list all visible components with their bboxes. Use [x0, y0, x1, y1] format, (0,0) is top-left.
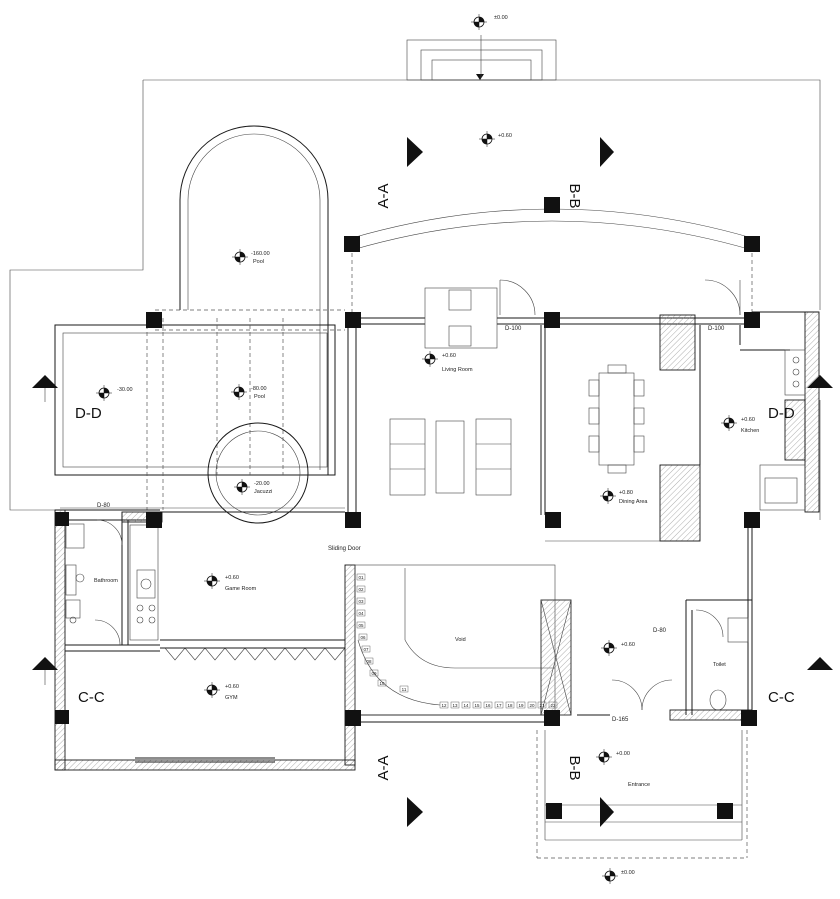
sliding-door-label: Sliding Door: [328, 546, 361, 552]
level-pool-deep: -160.00: [251, 251, 270, 257]
level-entrance: +0.00: [616, 751, 630, 757]
stair-step-number: 14: [463, 703, 469, 708]
section-labels: A-A B-B A-A B-B D-D D-D C-C C-C: [75, 183, 795, 780]
stair-step-number: 04: [358, 611, 364, 616]
door-d100-left: D-100: [505, 326, 522, 332]
section-label-aa-bottom: A-A: [375, 755, 392, 780]
stair-step-number: 12: [441, 703, 447, 708]
stair-step-number: 20: [529, 703, 535, 708]
stair-step-box: [505, 701, 515, 709]
stair-step-box: [483, 701, 493, 709]
level-hall: +0.60: [621, 642, 635, 648]
living-room-furniture: [389, 287, 512, 496]
section-label-dd-right: D-D: [768, 405, 795, 422]
section-arrows: [32, 137, 833, 827]
level-pool-mid: -80.00: [251, 386, 267, 392]
stair-step-box: [399, 685, 409, 693]
room-living: Living Room: [442, 367, 473, 373]
door-labels: D-100 D-100 D-80 D-80 D-165: [97, 326, 725, 723]
stair-step-box: [516, 701, 526, 709]
level-kitchen: +0.60: [741, 417, 755, 423]
stair-step-box: [356, 609, 366, 617]
level-gym: +0.60: [225, 684, 239, 690]
stair-step-box: [361, 645, 371, 653]
pool-deep-name: Pool: [253, 259, 264, 265]
level-markers: ±0.00 +0.60 -160.00 Pool -30.00 -80.00 P…: [95, 13, 759, 885]
stair-step-box: [356, 621, 366, 629]
room-kitchen: Kitchen: [741, 428, 759, 434]
stair-step-number: 11: [402, 687, 407, 692]
level-jacuzzi: -20.00: [254, 481, 270, 487]
section-label-dd-left: D-D: [75, 405, 102, 422]
stair-step-box: [356, 573, 366, 581]
stair-step-number: 07: [363, 647, 369, 652]
stair-step-box: [377, 679, 387, 687]
pool-area: [54, 125, 345, 524]
level-game: +0.60: [225, 575, 239, 581]
stair-step-box: [364, 657, 374, 665]
stair-step-box: [356, 585, 366, 593]
stair-step-number: 13: [452, 703, 458, 708]
door-swings: [94, 279, 741, 711]
stair-step-number: 10: [379, 681, 385, 686]
site-boundary: [9, 79, 821, 520]
stair-step-box: [461, 701, 471, 709]
room-labels: Bathroom Toilet Void Sliding Door: [94, 546, 726, 668]
section-label-bb-bottom: B-B: [566, 755, 583, 780]
stair-step-number: 22: [550, 703, 556, 708]
stair-step-number: 01: [358, 575, 364, 580]
room-toilet: Toilet: [713, 662, 726, 668]
stair-step-number: 21: [539, 703, 545, 708]
stair-step-number: 05: [358, 623, 364, 628]
section-label-cc-left: C-C: [78, 689, 105, 706]
stair-step-box: [358, 633, 368, 641]
stair-step-number: 17: [496, 703, 502, 708]
house-walls: [54, 208, 820, 859]
stair-step-number: 02: [358, 587, 364, 592]
stair-step-number: 15: [474, 703, 480, 708]
stair-step-box: [356, 597, 366, 605]
dining-table: [588, 364, 645, 474]
door-d80-toilet: D-80: [653, 628, 667, 634]
room-game: Game Room: [225, 586, 257, 592]
stair-step-box: [494, 701, 504, 709]
door-d100-right: D-100: [708, 326, 725, 332]
top-entrance-steps: [406, 35, 557, 81]
room-dining: Dining Area: [619, 499, 648, 505]
section-label-cc-right: C-C: [768, 689, 795, 706]
stair-step-number: 09: [371, 671, 377, 676]
room-bathroom: Bathroom: [94, 578, 118, 584]
stair-step-box: [527, 701, 537, 709]
stair-step-number: 06: [360, 635, 366, 640]
level-top: ±0.00: [494, 15, 508, 21]
pool-mid-name: Pool: [254, 394, 265, 400]
section-label-aa-top: A-A: [375, 183, 392, 208]
stair-step-number: 16: [485, 703, 491, 708]
level-pool-shallow: -30.00: [117, 387, 133, 393]
section-label-bb-top: B-B: [566, 183, 583, 208]
stair-step-box: [548, 701, 558, 709]
stair-step-number: 08: [366, 659, 372, 664]
structural-columns: [55, 197, 760, 819]
room-gym: GYM: [225, 695, 238, 701]
level-living: +0.60: [442, 353, 456, 359]
level-bottom: ±0.00: [621, 870, 635, 876]
stair-step-box: [537, 701, 547, 709]
stair-step-box: [439, 701, 449, 709]
room-void: Void: [455, 637, 466, 643]
room-entrance: Entrance: [628, 782, 650, 788]
level-dining: +0.80: [619, 490, 633, 496]
door-d80-bath: D-80: [97, 503, 111, 509]
jacuzzi-name: Jacuzzi: [254, 489, 272, 495]
stair-step-number: 19: [518, 703, 524, 708]
stair-step-box: [369, 669, 379, 677]
door-d165: D-165: [612, 717, 629, 723]
stair-step-box: [450, 701, 460, 709]
stair-step-number: 18: [507, 703, 513, 708]
stair-step-box: [472, 701, 482, 709]
level-terrace: +0.60: [498, 133, 512, 139]
stair-step-number: 03: [358, 599, 364, 604]
